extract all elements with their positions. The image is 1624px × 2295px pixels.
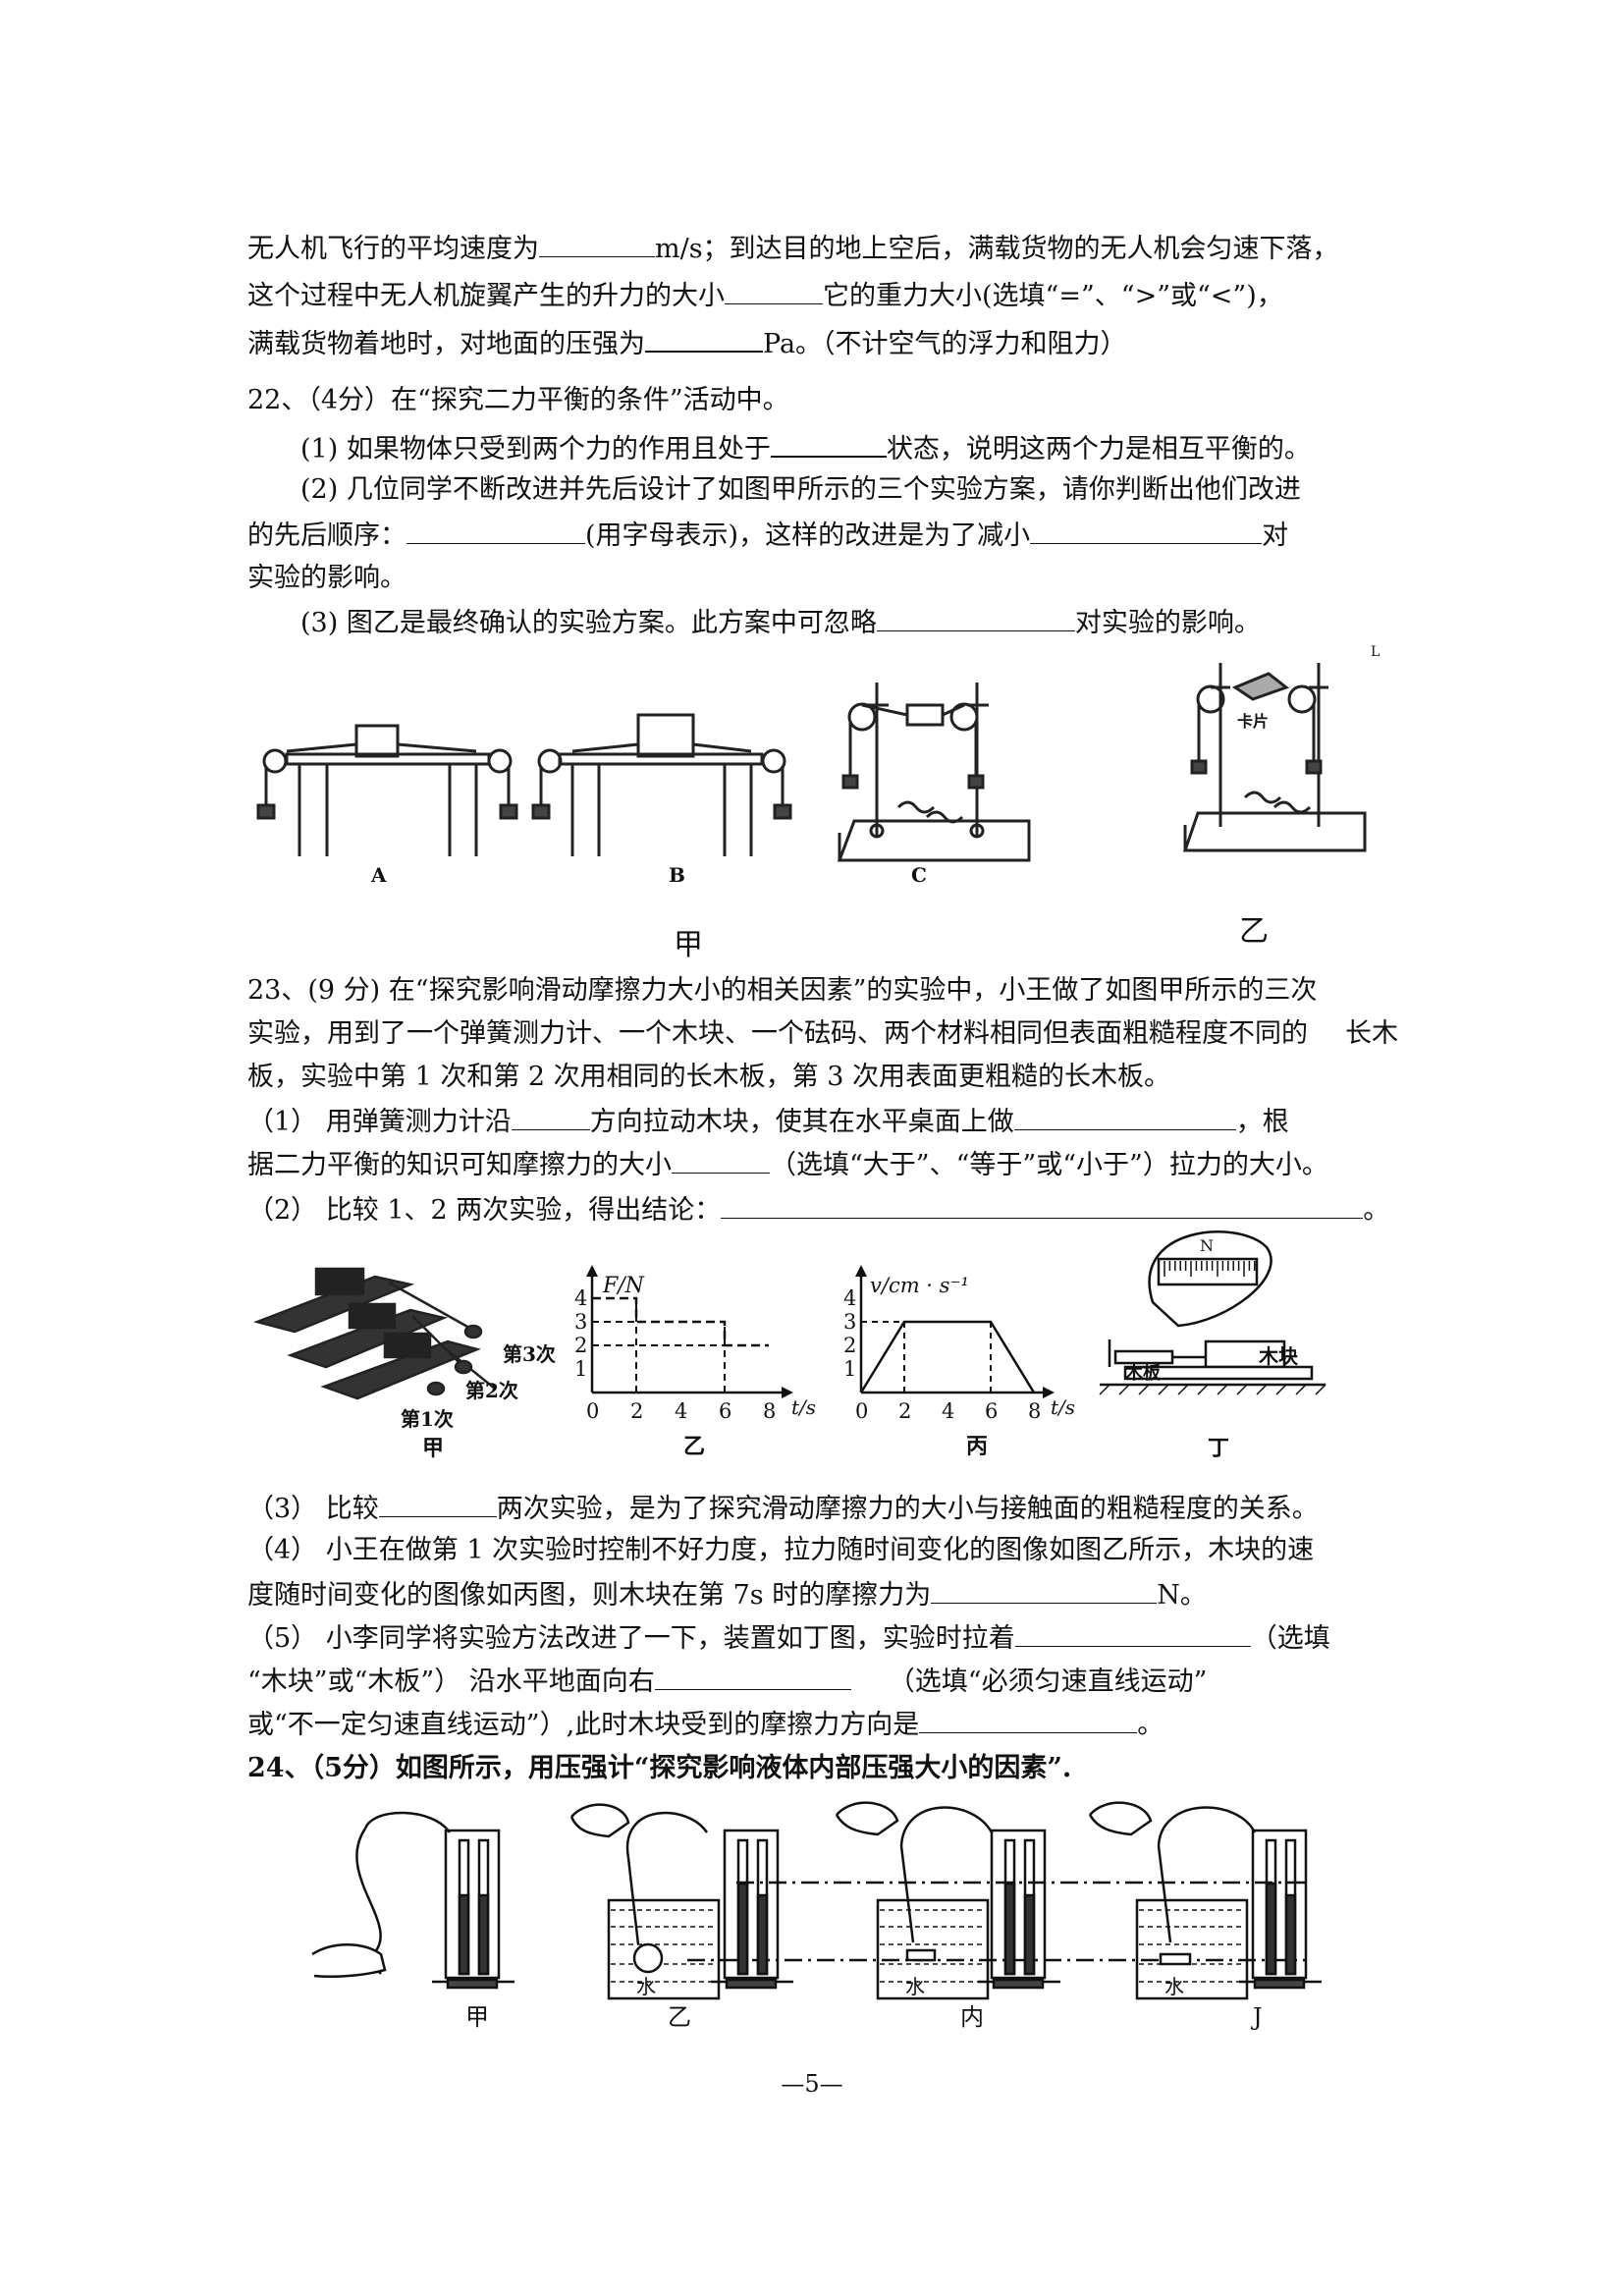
f-y-tick: 1 bbox=[574, 1357, 587, 1381]
q23-part3: （3） 比较两次实验，是为了探究滑动摩擦力的大小与接触面的粗糙程度的关系。 bbox=[247, 1491, 1319, 1526]
card-label: 卡片 bbox=[1237, 712, 1269, 731]
f-x-label: t/s bbox=[791, 1395, 816, 1419]
f-series-line bbox=[592, 1296, 769, 1347]
caption-jia-23: 甲 bbox=[422, 1436, 444, 1461]
page-number: —5— bbox=[781, 2070, 843, 2098]
q23-heading-3: 板，实验中第 1 次和第 2 次用相同的长木板，第 3 次用表面更粗糙的长木板。 bbox=[247, 1062, 1171, 1092]
f-y-label: F/N bbox=[602, 1274, 645, 1298]
label-c: C bbox=[911, 863, 927, 887]
beaker-bing bbox=[876, 1898, 990, 2000]
corner-mark: L bbox=[1371, 644, 1380, 660]
board-setup bbox=[1099, 1230, 1326, 1395]
q23-part5-line2: “木块”或“木板”） 沿水平地面向右（选填“必须匀速直线运动” bbox=[247, 1664, 1207, 1699]
wood-board bbox=[1123, 1365, 1314, 1381]
q23-part1-line2: 据二力平衡的知识可知摩擦力的大小（选填“大于”、“等于”或“小于”）拉力的大小。 bbox=[247, 1147, 1328, 1182]
water-label-bing: 水 bbox=[905, 1975, 925, 1998]
f-x-tick: 0 bbox=[586, 1399, 599, 1423]
trial-photos bbox=[252, 1267, 496, 1400]
q23-part5-line3: 或“不一定匀速直线运动”）,此时木块受到的摩擦力方向是。 bbox=[247, 1707, 1164, 1742]
v-y-tick: 4 bbox=[843, 1286, 856, 1310]
q22-part3: (3) 图乙是最终确认的实验方案。此方案中可忽略对实验的影响。 bbox=[300, 605, 1261, 640]
q23-heading-1: 23、(9 分) 在“探究影响滑动摩擦力大小的相关因素”的实验中，小王做了如图甲… bbox=[247, 975, 1318, 1006]
caption-ding-24: J bbox=[1250, 2003, 1263, 2031]
f-y-tick: 2 bbox=[574, 1334, 587, 1357]
caption-yi: 乙 bbox=[1239, 914, 1269, 949]
apparatus-card bbox=[1182, 663, 1367, 852]
caption-bing-23: 丙 bbox=[966, 1434, 988, 1459]
beaker-yi bbox=[607, 1898, 721, 2000]
caption-bing-24: 内 bbox=[960, 2003, 984, 2031]
water-label-yi: 水 bbox=[636, 1975, 656, 1998]
q23-part4-line1: （4） 小王在做第 1 次实验时控制不好力度，拉力随时间变化的图像如图乙所示，木… bbox=[247, 1535, 1315, 1565]
dial-label: N bbox=[1200, 1236, 1214, 1255]
q24-heading: 24、（5分）如图所示，用压强计“探究影响液体内部压强大小的因素”. bbox=[247, 1753, 1072, 1783]
manometer-yi bbox=[569, 1803, 793, 2000]
q22-heading: 22、（4分）在“探究二力平衡的条件”活动中。 bbox=[247, 385, 789, 415]
beaker-ding bbox=[1135, 1898, 1249, 2000]
v-x-tick: 8 bbox=[1028, 1399, 1041, 1423]
f-x-tick: 8 bbox=[763, 1399, 776, 1423]
f-y-tick: 4 bbox=[574, 1286, 587, 1310]
apparatus-a bbox=[256, 724, 518, 856]
v-x-arrow bbox=[1043, 1387, 1055, 1398]
f-x-tick: 2 bbox=[630, 1399, 643, 1423]
v-series-line bbox=[859, 1320, 1036, 1393]
f-y-tick: 3 bbox=[574, 1310, 587, 1334]
v-y-arrow bbox=[855, 1265, 867, 1277]
trial-2-label: 第2次 bbox=[465, 1379, 518, 1402]
f-x-tick: 6 bbox=[719, 1399, 731, 1423]
caption-jia: 甲 bbox=[674, 928, 703, 962]
q23-part5-line1: （5） 小李同学将实验方法改进了一下，装置如丁图，实验时拉着（选填 bbox=[247, 1620, 1330, 1656]
label-a: A bbox=[370, 863, 387, 887]
q22-part1: (1) 如果物体只受到两个力的作用且处于状态，说明这两个力是相互平衡的。 bbox=[300, 430, 1311, 466]
v-y-tick: 3 bbox=[843, 1310, 856, 1334]
manometer-bing bbox=[835, 1801, 1060, 2000]
q21-line2: 这个过程中无人机旋翼产生的升力的大小它的重力大小(选填“=”、“>”或“<”)， bbox=[247, 278, 1283, 313]
caption-jia-24: 甲 bbox=[465, 2003, 489, 2031]
v-x-tick: 4 bbox=[942, 1399, 954, 1423]
q23-part2: （2） 比较 1、2 两次实验，得出结论：。 bbox=[247, 1192, 1389, 1228]
caption-yi-23: 乙 bbox=[683, 1434, 705, 1459]
q22-part2-line3: 实验的影响。 bbox=[247, 563, 406, 593]
label-b: B bbox=[669, 863, 685, 887]
v-x-tick: 0 bbox=[855, 1399, 868, 1423]
q23-heading-2: 实验，用到了一个弹簧测力计、一个木块、一个砝码、两个材料相同但表面粗糙程度不同的… bbox=[247, 1018, 1398, 1049]
trial-1-label: 第1次 bbox=[401, 1407, 454, 1431]
water-label-ding: 水 bbox=[1164, 1975, 1184, 1998]
q22-part2-line1: (2) 几位同学不断改进并先后设计了如图甲所示的三个实验方案，请你判断出他们改进 bbox=[300, 474, 1301, 505]
f-y-arrow bbox=[586, 1265, 598, 1277]
board-label: 木板 bbox=[1124, 1362, 1162, 1384]
q23-part1-line1: （1） 用弹簧测力计沿方向拉动木块，使其在水平桌面上做，根 bbox=[247, 1104, 1289, 1139]
apparatus-c bbox=[837, 683, 1031, 862]
q22-part2-line2: 的先后顺序：(用字母表示)，这样的改进是为了减小对 bbox=[247, 518, 1288, 553]
manometer-ding bbox=[1088, 1801, 1322, 2000]
apparatus-b bbox=[531, 713, 792, 856]
v-x-label: t/s bbox=[1051, 1395, 1075, 1419]
caption-yi-24: 乙 bbox=[668, 2003, 691, 2031]
block-label: 木块 bbox=[1258, 1344, 1299, 1368]
v-y-tick: 1 bbox=[843, 1357, 856, 1381]
trial-3-label: 第3次 bbox=[503, 1342, 556, 1366]
v-x-tick: 6 bbox=[985, 1399, 998, 1423]
v-y-label: v/cm · s⁻¹ bbox=[870, 1274, 969, 1297]
v-y-tick: 2 bbox=[843, 1334, 856, 1357]
v-x-tick: 2 bbox=[898, 1399, 911, 1423]
f-x-arrow bbox=[782, 1387, 793, 1398]
caption-ding-23: 丁 bbox=[1208, 1436, 1229, 1461]
manometer-jia bbox=[311, 1811, 514, 1990]
f-x-tick: 4 bbox=[675, 1399, 687, 1423]
